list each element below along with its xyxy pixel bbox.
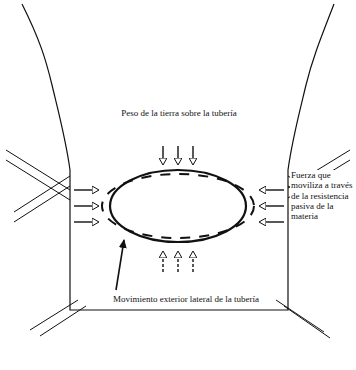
lateral-movement-label: Movimiento exterior lateral de la tuberí… (110, 294, 262, 304)
trench-walls (22, 4, 334, 310)
load-arrows (74, 146, 284, 290)
load-label: Peso de la tierra sobre la tubería (118, 108, 240, 118)
deformed-pipe-outline (102, 174, 254, 238)
passive-resistance-label: Fuerza que moviliza a través de la resis… (290, 170, 354, 222)
